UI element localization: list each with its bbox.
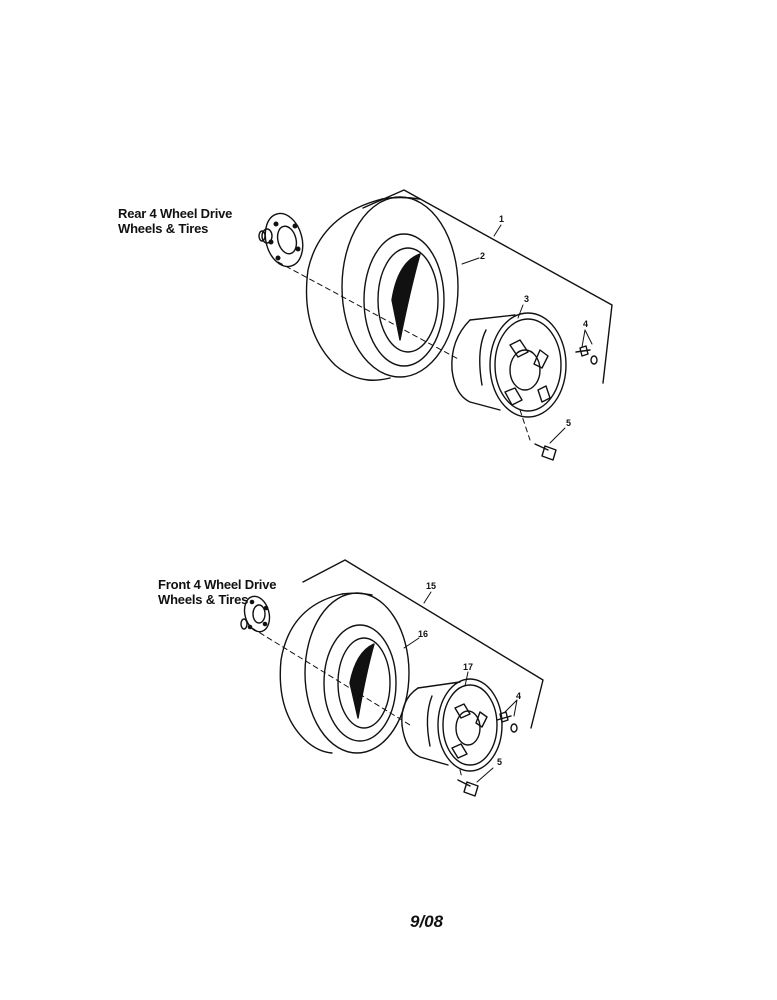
rear-tire bbox=[305, 196, 459, 381]
front-lug-bolt bbox=[457, 779, 479, 797]
callout-front-valve: 4 bbox=[516, 691, 521, 701]
page-date-code: 9/08 bbox=[410, 912, 444, 931]
front-center-line bbox=[251, 627, 463, 779]
rear-title-line2: Wheels & Tires bbox=[118, 221, 209, 236]
rear-wheel-assembly bbox=[258, 189, 613, 461]
front-section-title: Front 4 Wheel Drive Wheels & Tires bbox=[158, 577, 276, 607]
callout-rear-bolt: 5 bbox=[566, 418, 571, 428]
callout-front-assembly: 15 bbox=[426, 581, 436, 591]
rear-lug-bolt bbox=[534, 443, 557, 461]
rear-section-title: Rear 4 Wheel Drive Wheels & Tires bbox=[118, 206, 232, 236]
rear-center-line bbox=[277, 261, 531, 441]
rear-rim bbox=[451, 312, 567, 418]
front-valve-stem bbox=[496, 711, 518, 733]
callout-rear-assembly: 1 bbox=[499, 214, 504, 224]
front-title-line2: Wheels & Tires bbox=[158, 592, 249, 607]
front-hub bbox=[240, 595, 271, 633]
front-assembly-bracket bbox=[302, 559, 544, 729]
callout-front-tire: 16 bbox=[418, 629, 428, 639]
front-title-line1: Front 4 Wheel Drive bbox=[158, 577, 277, 592]
front-rim bbox=[401, 678, 503, 772]
rear-valve-stem bbox=[575, 345, 598, 365]
callout-front-rim: 17 bbox=[463, 662, 473, 672]
front-tire bbox=[279, 592, 410, 754]
rear-hub bbox=[258, 212, 304, 268]
callout-front-bolt: 5 bbox=[497, 757, 502, 767]
callout-rear-tire: 2 bbox=[480, 251, 485, 261]
front-wheel-assembly bbox=[240, 559, 544, 797]
rear-title-line1: Rear 4 Wheel Drive bbox=[118, 206, 233, 221]
callout-rear-rim: 3 bbox=[524, 294, 529, 304]
callout-rear-valve: 4 bbox=[583, 319, 588, 329]
